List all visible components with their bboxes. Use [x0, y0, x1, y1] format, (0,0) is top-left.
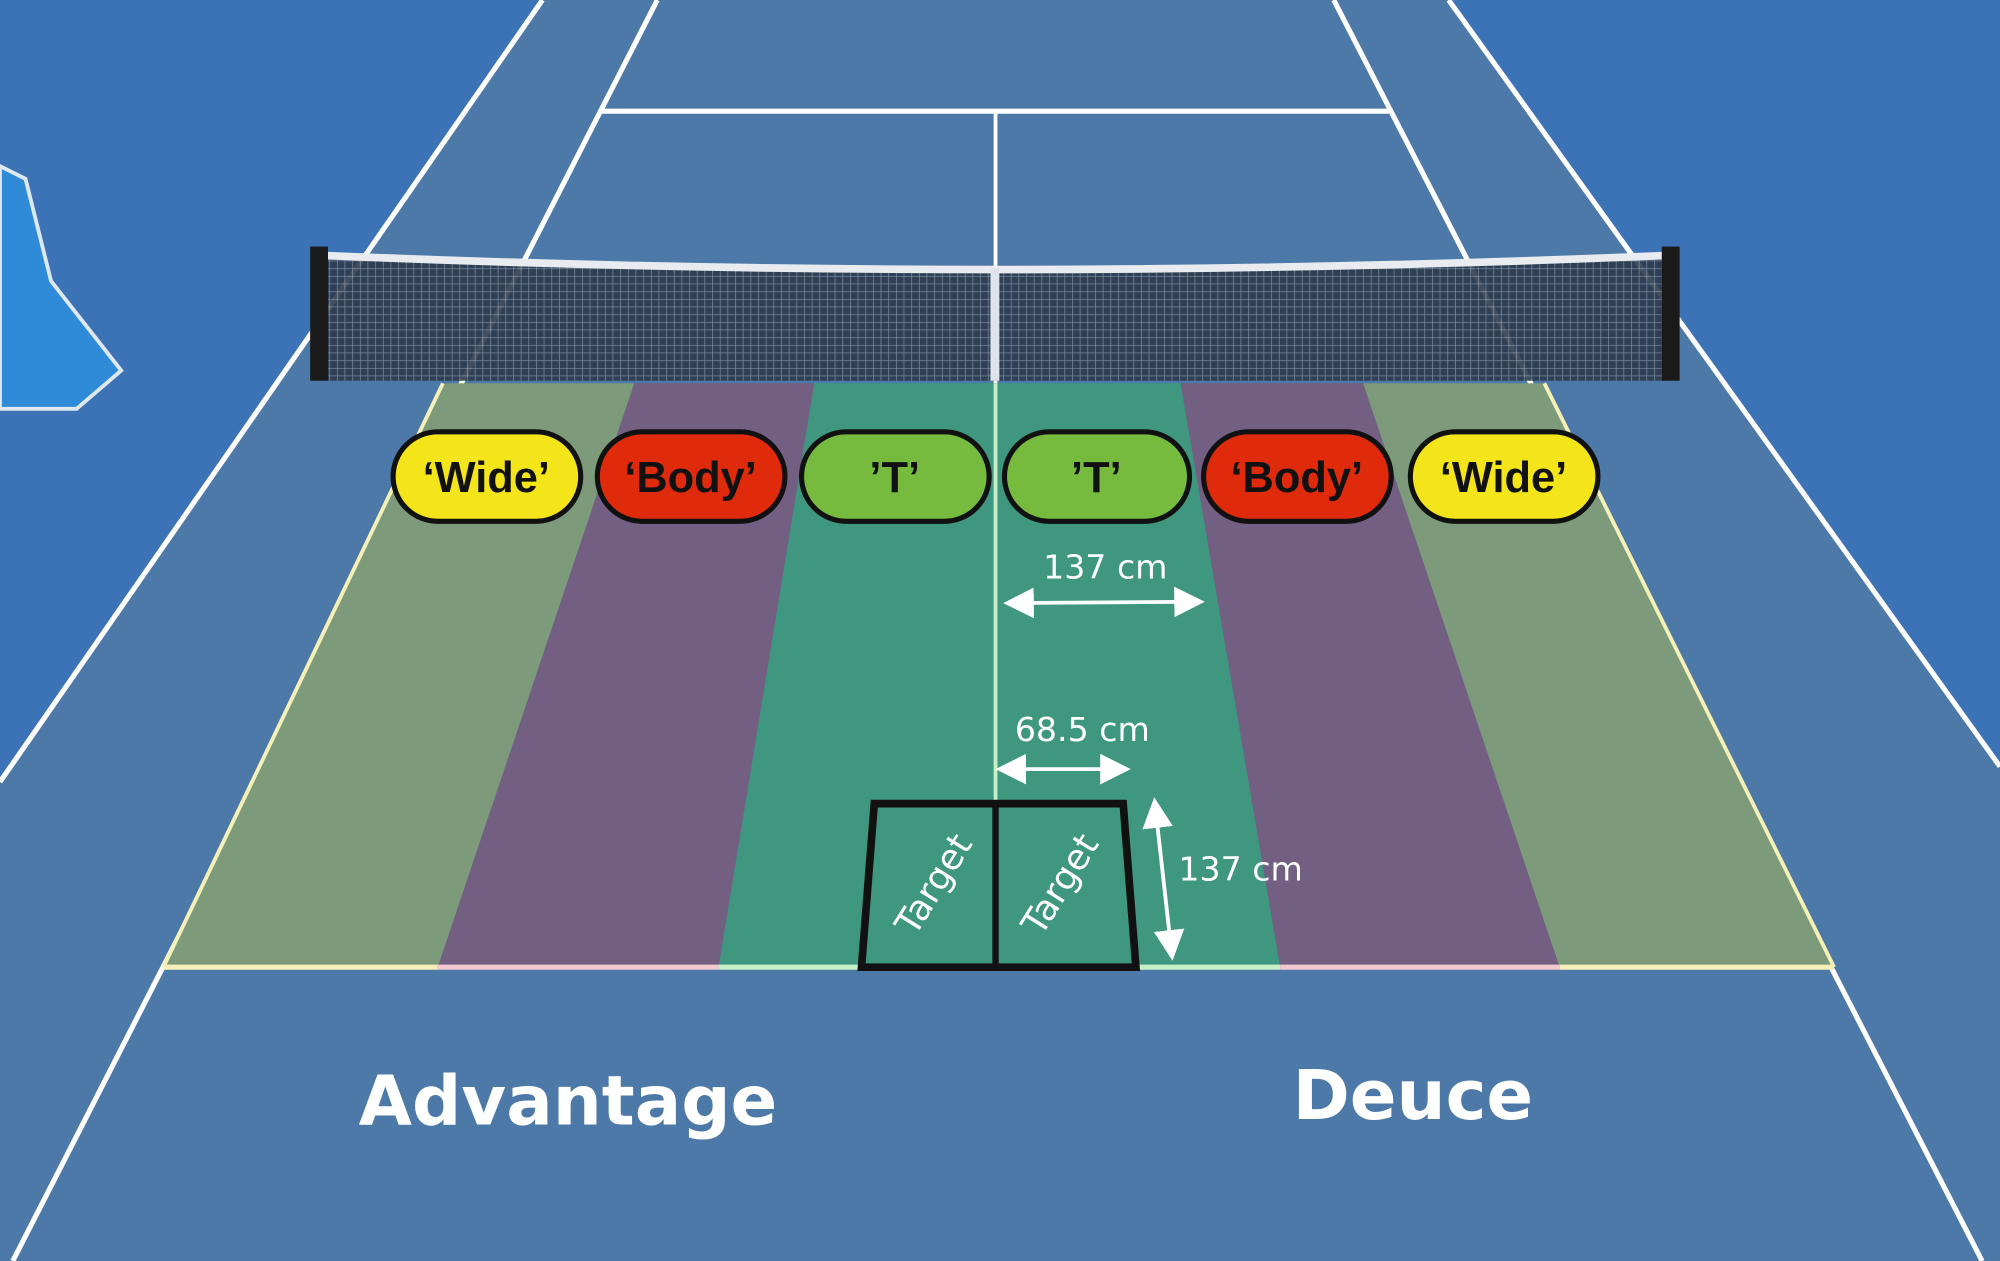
net-post-right — [1661, 246, 1680, 381]
half-target-width-label: 68.5 cm — [1015, 710, 1150, 749]
zone-label-body-left: ‘Body’ — [594, 429, 788, 524]
zone-label-body-right: ‘Body’ — [1201, 429, 1394, 524]
deuce-side-label: Deuce — [1293, 1056, 1534, 1136]
zone-wide-right — [1363, 383, 1835, 968]
net-center-strap — [990, 268, 1000, 381]
zone-label-t-right: ’T’ — [1001, 429, 1193, 524]
svg-text:‘Wide’: ‘Wide’ — [1440, 454, 1567, 502]
zone-width-label: 137 cm — [1043, 548, 1167, 587]
zone-body-left — [437, 383, 815, 968]
zone-t-right — [995, 383, 1281, 968]
target-depth-arrow — [1142, 797, 1185, 961]
svg-text:’T’: ’T’ — [1071, 454, 1122, 502]
zone-labels: ‘Wide’ ‘Body’ ’T’ ’T’ ‘Body’ ‘Wide’ — [390, 429, 1601, 524]
net-post-left — [310, 246, 329, 381]
svg-text:‘Body’: ‘Body’ — [1230, 454, 1363, 502]
net — [310, 246, 1680, 381]
zone-label-wide-right: ‘Wide’ — [1407, 429, 1601, 524]
svg-text:’T’: ’T’ — [869, 454, 920, 502]
zone-label-wide-left: ‘Wide’ — [390, 429, 584, 524]
zone-t-left — [718, 383, 996, 968]
doubles-sideline-right — [1446, 0, 2000, 769]
zone-label-t-left: ’T’ — [798, 429, 992, 524]
umpire-chair — [0, 163, 124, 411]
zone-width-arrow — [1003, 586, 1205, 619]
svg-text:‘Wide’: ‘Wide’ — [423, 454, 550, 502]
serve-zones — [163, 383, 1835, 968]
target-depth-label: 137 cm — [1178, 849, 1302, 888]
doubles-sideline-left — [0, 0, 545, 784]
svg-text:‘Body’: ‘Body’ — [624, 454, 757, 502]
zone-wide-left — [163, 383, 635, 968]
advantage-side-label: Advantage — [359, 1061, 778, 1141]
zone-body-right — [1180, 383, 1560, 968]
